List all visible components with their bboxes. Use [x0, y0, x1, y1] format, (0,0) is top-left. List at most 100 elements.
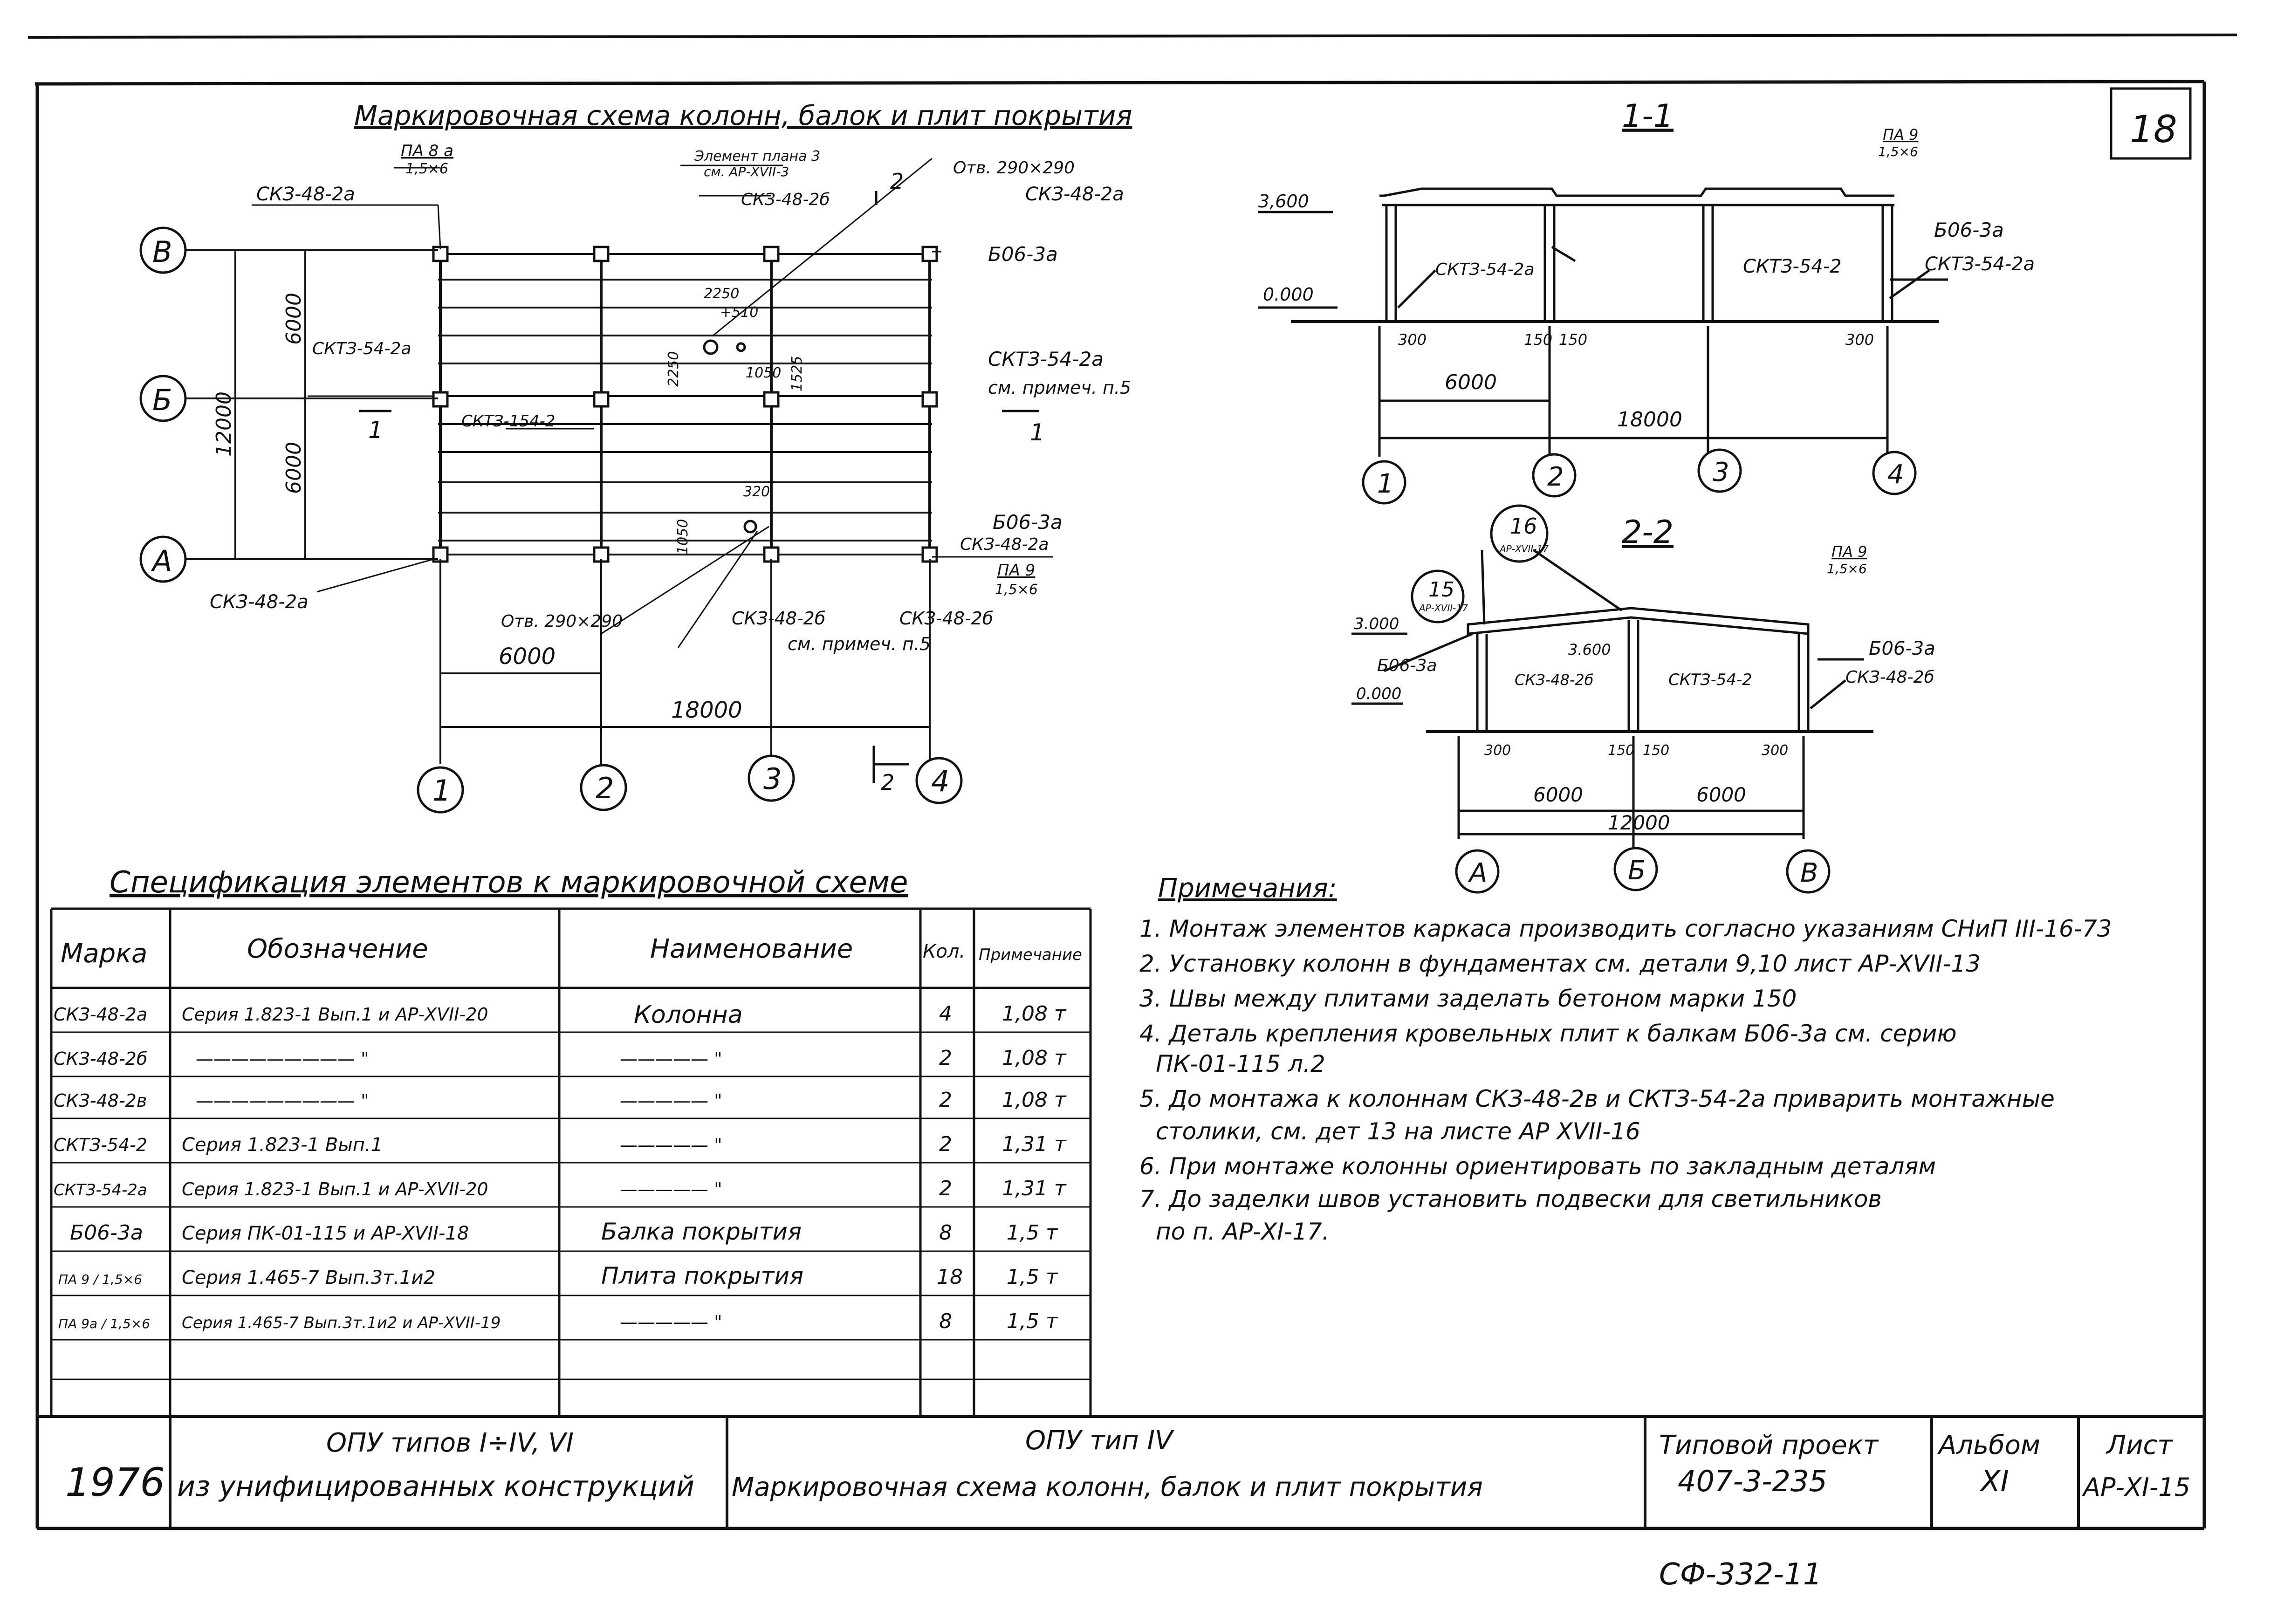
section-22-title: 2-2	[1622, 514, 1674, 551]
label-ckt-right: СКТЗ-54-2а	[988, 348, 1104, 370]
spec-header-mark: Марка	[61, 939, 147, 969]
spec-cell-qty: 4	[939, 1002, 952, 1026]
section-22-lvl-mid: 3.600	[1568, 641, 1611, 658]
spec-cell-note: 1,5 т	[1007, 1221, 1058, 1245]
stamp-year: 1976	[65, 1460, 165, 1505]
label-pa8a: ПА 8 а	[401, 142, 453, 160]
plate-lines	[438, 253, 932, 555]
spec-header-qty: Кол.	[923, 941, 965, 962]
marking-plan: Маркировочная схема колонн, балок и плит…	[139, 100, 1132, 814]
section-11-lvl-0: 0.000	[1263, 284, 1314, 305]
section-22-ck-l: СКЗ-48-2б	[1515, 671, 1593, 689]
label-ck-a4: СКЗ-48-2а	[960, 535, 1049, 554]
opening-3	[736, 342, 746, 352]
spec-cell-designation: Серия 1.465-7 Вып.3т.1и2	[182, 1267, 435, 1288]
label-prim5b: см. примеч. п.5	[788, 634, 931, 654]
section-22-d6000b: 6000	[1696, 783, 1746, 806]
plan-leaders	[252, 158, 1053, 648]
label-pa8a-sub: 1,5×6	[405, 161, 448, 177]
section-11-lvl-top: 3,600	[1258, 191, 1309, 212]
table-row: СКЗ-48-2в ————————— " ————— " 2 1,08 т	[54, 1088, 1067, 1112]
label-ckt-mid: СКТЗ-154-2	[461, 412, 556, 431]
spec-cell-qty: 8	[939, 1309, 952, 1333]
stamp-proj-label: Типовой проект	[1659, 1430, 1879, 1460]
label-ck-b2: СКЗ-48-2б	[741, 190, 830, 209]
col-axis-label: 2	[596, 771, 614, 805]
row-axis-label: А	[151, 544, 172, 578]
stamp-title1: ОПУ тип IV	[1025, 1425, 1174, 1456]
spec-cell-mark: СКЗ-48-2б	[54, 1048, 147, 1069]
sheet-number: 18	[2130, 108, 2177, 151]
dim-2250-v: 2250	[665, 351, 682, 387]
spec-cell-note: 1,5 т	[1007, 1265, 1058, 1289]
section-22-b-right: Б06-3а	[1869, 638, 1935, 659]
note-line: 7. До заделки швов установить подвески д…	[1139, 1185, 1882, 1213]
table-row: СКТЗ-54-2 Серия 1.823-1 Вып.1 ————— " 2 …	[54, 1132, 1067, 1156]
spec-cell-name: Балка покрытия	[601, 1218, 802, 1245]
spec-cell-designation: Серия ПК-01-115 и АР-XVII-18	[182, 1223, 469, 1244]
spec-cell-note: 1,08 т	[1002, 1002, 1067, 1026]
footer-code: СФ-332-11	[1659, 1557, 1822, 1592]
plan-dimensions	[234, 250, 930, 728]
label-otv2: Отв. 290×290	[501, 612, 623, 631]
label-b-bot: Б06-3а	[993, 511, 1063, 534]
section-22-lvl-top: 3.000	[1354, 615, 1399, 633]
stamp-line1: ОПУ типов I÷IV, VI	[326, 1428, 574, 1458]
section-11-axis: 3	[1713, 457, 1729, 487]
spec-cell-name: Плита покрытия	[601, 1262, 803, 1289]
label-ck-a3: СКЗ-48-2б	[732, 608, 825, 629]
section-11-right: 1	[1030, 419, 1045, 446]
section-11-pa: ПА 9	[1883, 126, 1918, 144]
stamp-album-num: XI	[1979, 1464, 2009, 1498]
spec-cell-name: Колонна	[634, 1001, 743, 1029]
spec-header-designation: Обозначение	[247, 934, 428, 964]
sheet-frame: 18	[27, 34, 2237, 1530]
col-axis-label: 4	[931, 764, 949, 798]
spec-cell-designation: Серия 1.823-1 Вып.1	[182, 1134, 383, 1156]
spec-cell-mark: СКТЗ-54-2а	[54, 1181, 147, 1199]
section-11-d300a: 300	[1398, 331, 1427, 349]
section-11-d150b: 150	[1559, 331, 1587, 349]
note-line: 3. Швы между плитами заделать бетоном ма…	[1139, 985, 1797, 1012]
dim-6000-lower: 6000	[282, 442, 306, 494]
spec-cell-mark: СКЗ-48-2в	[54, 1090, 147, 1111]
stamp-line2: из унифицированных конструкций	[177, 1470, 694, 1503]
section-22-d6000a: 6000	[1533, 783, 1583, 806]
spec-cell-qty: 2	[939, 1088, 952, 1112]
opening-1	[703, 339, 719, 355]
label-otv1: Отв. 290×290	[953, 158, 1075, 178]
spec-cell-name: ————— "	[620, 1048, 722, 1069]
spec-cell-name: ————— "	[620, 1179, 722, 1199]
section-22-d300a: 300	[1484, 742, 1511, 759]
section-11-d6000: 6000	[1445, 370, 1497, 394]
title-block: 1976 ОПУ типов I÷IV, VI из унифицированн…	[37, 1415, 2204, 1528]
spec-cell-mark: ПА 9а / 1,5×6	[58, 1316, 150, 1331]
section-11-d18000: 18000	[1617, 408, 1682, 432]
table-row: СКЗ-48-2а Серия 1.823-1 Вып.1 и АР-XVII-…	[54, 1001, 1067, 1029]
node-15-ref: АР-XVII-17	[1418, 603, 1468, 614]
section-2-top: 2	[890, 169, 904, 194]
spec-cell-name: ————— "	[620, 1090, 722, 1111]
section-11-d300b: 300	[1845, 331, 1874, 349]
spec-cell-note: 1,5 т	[1007, 1309, 1058, 1333]
section-22-axis: Б	[1628, 856, 1646, 886]
dim-1525: 1525	[789, 356, 805, 391]
table-row: СКЗ-48-2б ————————— " ————— " 2 1,08 т	[54, 1046, 1067, 1070]
notes-block: Примечания: 1. Монтаж элементов каркаса …	[1139, 873, 2112, 1245]
section-11-left: 1	[368, 417, 383, 444]
label-element-ref: см. АР-XVII-3	[704, 164, 789, 179]
table-row: ПА 9 / 1,5×6 Серия 1.465-7 Вып.3т.1и2 Пл…	[58, 1262, 1058, 1289]
dim-18000: 18000	[671, 697, 742, 723]
label-ck-b4: СКЗ-48-2а	[1025, 184, 1124, 205]
opening-2	[743, 520, 757, 534]
spec-cell-qty: 2	[939, 1046, 952, 1070]
spec-title: Спецификация элементов к маркировочной с…	[110, 865, 908, 900]
plan-columns	[432, 246, 938, 563]
spec-cell-designation: ————————— "	[196, 1090, 369, 1111]
spec-cell-qty: 2	[939, 1177, 952, 1200]
row-axis-label: Б	[152, 383, 172, 417]
section-11-ckt-b: СКТЗ-54-2	[1743, 256, 1842, 277]
section-2-bottom: 2	[881, 770, 894, 795]
col-axes: 1 2 3 4	[417, 559, 963, 814]
node-15: 15	[1428, 578, 1454, 602]
